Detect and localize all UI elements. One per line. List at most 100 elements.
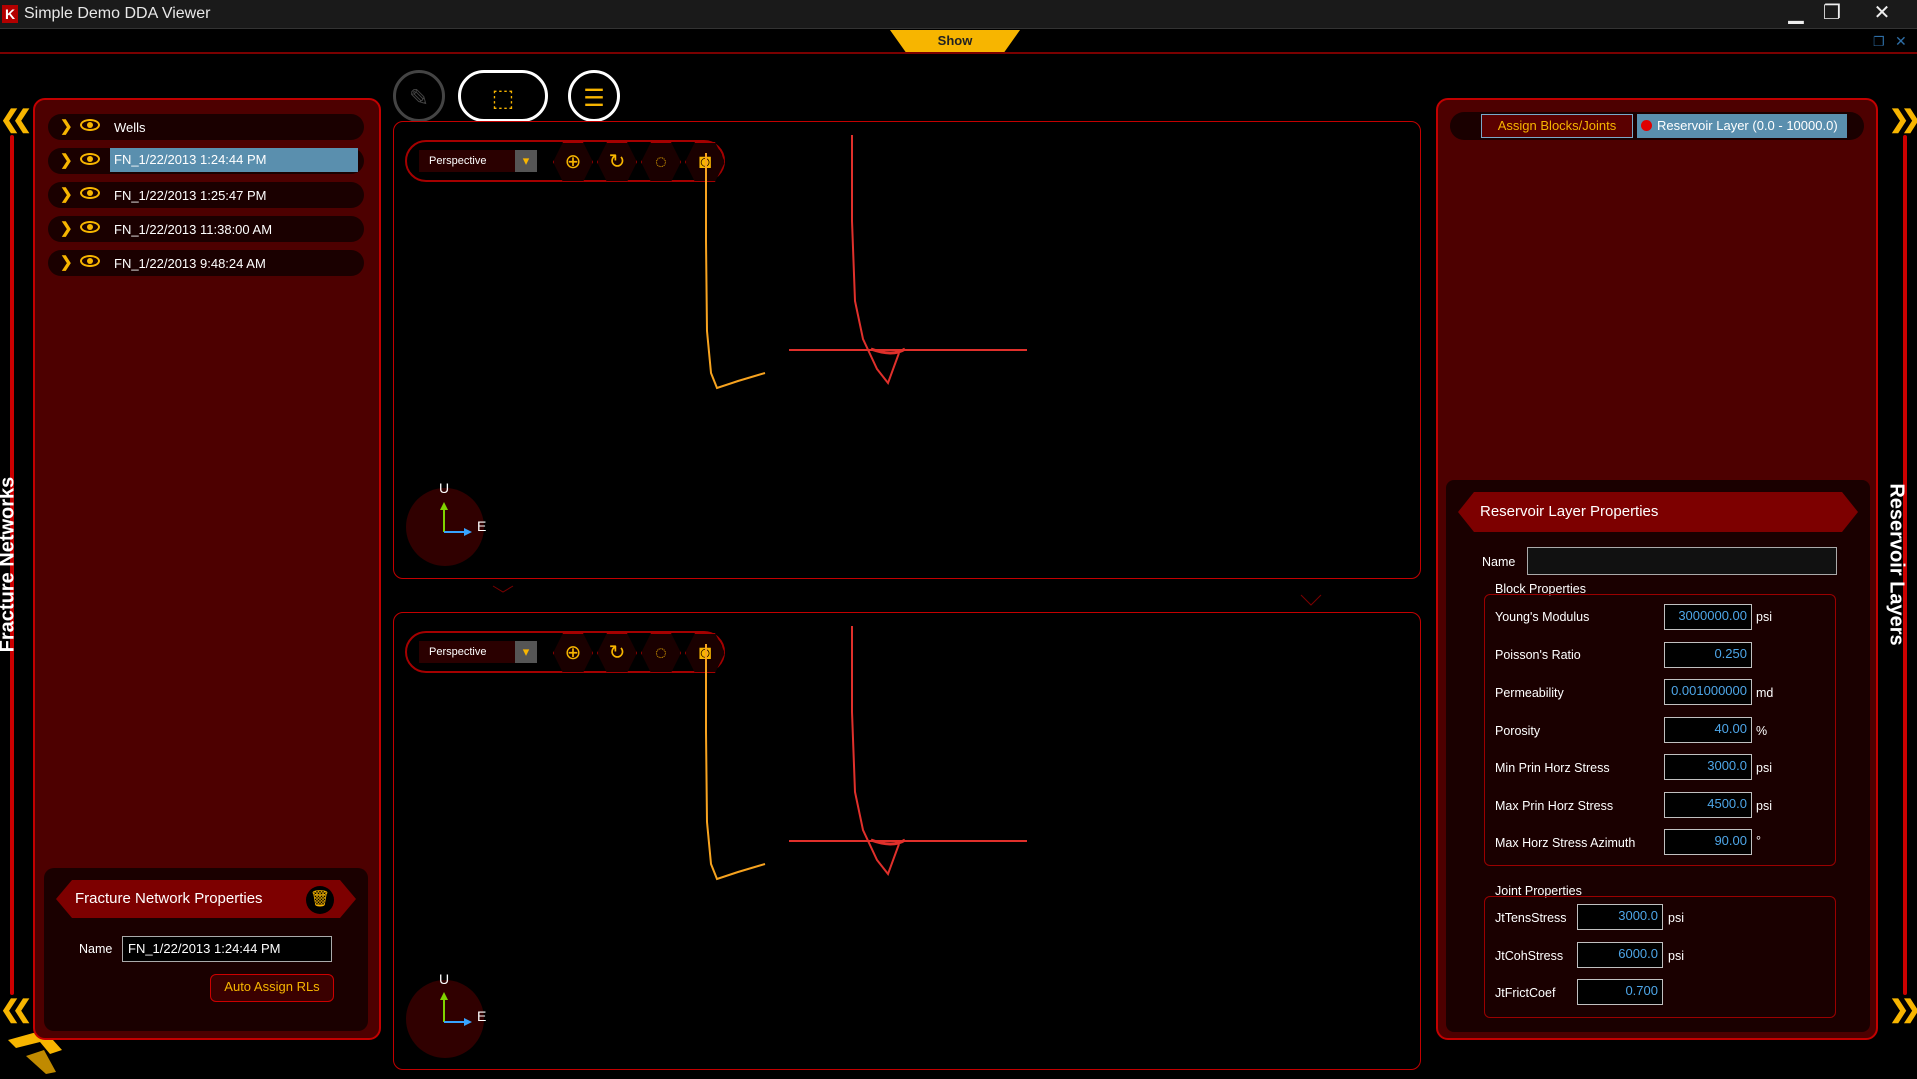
porosity-label: Porosity <box>1495 724 1541 738</box>
fracture-props-title: Fracture Network Properties <box>75 890 263 907</box>
tree-item-label: FN_1/22/2013 1:24:44 PM <box>110 148 358 172</box>
tree-item[interactable]: ❯ FN_1/22/2013 11:38:00 AM <box>48 216 364 242</box>
porosity-unit: % <box>1756 724 1768 738</box>
tree-item[interactable]: ❯ FN_1/22/2013 1:25:47 PM <box>48 182 364 208</box>
select-icon[interactable]: ⬚ <box>458 70 548 122</box>
collapse-right-icon[interactable]: ❯❯ <box>1889 106 1917 133</box>
visibility-eye-icon[interactable] <box>80 187 100 199</box>
youngs-modulus-input[interactable]: 3000000.00 <box>1664 604 1752 630</box>
left-strip-bar <box>10 135 14 995</box>
tree-item-label: FN_1/22/2013 9:48:24 AM <box>114 256 266 271</box>
jt-coh-stress-input[interactable]: 6000.0 <box>1577 942 1663 968</box>
fracture-networks-label[interactable]: Fracture Networks <box>0 476 19 653</box>
axis-up-label: U <box>439 480 450 496</box>
title-bar <box>0 0 1917 29</box>
wrench-icon[interactable]: ✎ <box>393 70 445 122</box>
viewport-top-scene <box>705 135 1027 390</box>
reservoir-layer-tab[interactable]: Reservoir Layer (0.0 - 10000.0) <box>1637 114 1847 138</box>
expand-arrow-icon[interactable]: ❯ <box>60 254 73 271</box>
poissons-ratio-label: Poisson's Ratio <box>1495 648 1581 662</box>
orbit-icon[interactable]: ◌ <box>641 633 681 673</box>
left-strip: ❮❮ ❮❮ Fracture Networks <box>0 75 32 1050</box>
camera-rotate-icon[interactable]: ↻ <box>597 633 637 673</box>
max-horz-stress-azimuth-unit: ° <box>1756 834 1761 848</box>
youngs-modulus-label: Young's Modulus <box>1495 610 1590 624</box>
min-prin-horz-stress-unit: psi <box>1756 761 1772 775</box>
auto-assign-rls-button[interactable]: Auto Assign RLs <box>210 974 334 1002</box>
expand-arrow-icon[interactable]: ❯ <box>60 220 73 237</box>
layer-name-label: Name <box>1482 555 1516 569</box>
joint-properties-title: Joint Properties <box>1495 884 1582 898</box>
maximize-button[interactable]: ❐ <box>1823 2 1841 24</box>
poissons-ratio-input[interactable]: 0.250 <box>1664 642 1752 668</box>
orbit-icon[interactable]: ◌ <box>641 142 681 182</box>
viewport-bottom-scene <box>705 626 1027 881</box>
porosity-input[interactable]: 40.00 <box>1664 717 1752 743</box>
tree-item[interactable]: ❯ FN_1/22/2013 9:48:24 AM <box>48 250 364 276</box>
joint-properties-group <box>1484 896 1836 1018</box>
max-horz-stress-azimuth-input[interactable]: 90.00 <box>1664 829 1752 855</box>
tree-item-label: Wells <box>114 120 146 135</box>
expand-arrow-icon[interactable]: ❯ <box>60 118 73 135</box>
app-logo-icon: K <box>2 5 18 23</box>
youngs-modulus-unit: psi <box>1756 610 1772 624</box>
permeability-unit: md <box>1756 686 1774 700</box>
expand-arrow-icon[interactable]: ❯ <box>60 186 73 203</box>
projection-select[interactable]: Perspective <box>419 150 515 172</box>
restore-icon[interactable]: ❐ <box>1873 34 1885 49</box>
camera-rotate-icon[interactable]: ↻ <box>597 142 637 182</box>
layer-name-input[interactable] <box>1527 547 1837 575</box>
close-icon[interactable]: ✕ <box>1895 33 1907 49</box>
max-prin-horz-stress-input[interactable]: 4500.0 <box>1664 792 1752 818</box>
fracture-name-label: Name <box>79 942 113 956</box>
jt-tens-stress-input[interactable]: 3000.0 <box>1577 904 1663 930</box>
chevron-down-icon[interactable]: ▾ <box>515 150 537 172</box>
chevron-down-icon[interactable]: ▾ <box>515 641 537 663</box>
max-horz-stress-azimuth-label: Max Horz Stress Azimuth <box>1495 836 1636 850</box>
permeability-input[interactable]: 0.001000000 <box>1664 679 1752 705</box>
fracture-name-input[interactable]: FN_1/22/2013 1:24:44 PM <box>122 936 332 962</box>
tree-item-label: FN_1/22/2013 1:25:47 PM <box>114 188 267 203</box>
layer-status-dot-icon <box>1641 120 1652 131</box>
tree-item-label: FN_1/22/2013 11:38:00 AM <box>114 222 273 237</box>
jt-tens-stress-unit: psi <box>1668 911 1684 925</box>
visibility-eye-icon[interactable] <box>80 255 100 267</box>
axis-arrows-icon <box>440 502 472 536</box>
axis-up-label: U <box>439 971 450 987</box>
visibility-eye-icon[interactable] <box>80 221 100 233</box>
visibility-eye-icon[interactable] <box>80 153 100 165</box>
collapse-right-icon-bottom[interactable]: ❯❯ <box>1889 996 1917 1023</box>
show-toggle-button[interactable]: Show <box>890 30 1020 52</box>
reservoir-props-header <box>1458 492 1858 532</box>
minimize-button[interactable]: ▁ <box>1788 2 1804 24</box>
expand-arrow-icon[interactable]: ❯ <box>60 152 73 169</box>
top-divider <box>0 52 1917 54</box>
viewport-splitter[interactable] <box>393 583 1421 613</box>
collapse-left-icon-bottom[interactable]: ❮❮ <box>0 996 32 1023</box>
axis-arrows-icon <box>440 992 472 1026</box>
axis-east-label: E <box>477 518 487 534</box>
collapse-left-icon[interactable]: ❮❮ <box>0 106 32 133</box>
right-strip-bar <box>1903 135 1907 995</box>
camera-move-icon[interactable]: ⊕ <box>553 633 593 673</box>
max-prin-horz-stress-unit: psi <box>1756 799 1772 813</box>
permeability-label: Permeability <box>1495 686 1564 700</box>
reservoir-layer-tab-label: Reservoir Layer (0.0 - 10000.0) <box>1657 118 1838 133</box>
projection-select[interactable]: Perspective <box>419 641 515 663</box>
layout-split-icon[interactable]: ☰ <box>568 70 620 122</box>
min-prin-horz-stress-input[interactable]: 3000.0 <box>1664 754 1752 780</box>
delete-icon[interactable]: 🗑 <box>306 886 334 914</box>
reservoir-layers-label[interactable]: Reservoir Layers <box>1885 483 1908 646</box>
jt-frict-coef-label: JtFrictCoef <box>1495 986 1556 1000</box>
close-button[interactable]: ✕ <box>1873 2 1891 24</box>
tree-item-selected[interactable]: ❯ FN_1/22/2013 1:24:44 PM <box>48 148 364 174</box>
block-properties-title: Block Properties <box>1495 582 1587 596</box>
window-title: Simple Demo DDA Viewer <box>24 5 211 22</box>
jt-frict-coef-input[interactable]: 0.700 <box>1577 979 1663 1005</box>
visibility-eye-icon[interactable] <box>80 119 100 131</box>
jt-tens-stress-label: JtTensStress <box>1495 911 1567 925</box>
tree-item[interactable]: ❯ Wells <box>48 114 364 140</box>
max-prin-horz-stress-label: Max Prin Horz Stress <box>1495 799 1614 813</box>
camera-move-icon[interactable]: ⊕ <box>553 142 593 182</box>
assign-blocks-joints-tab[interactable]: Assign Blocks/Joints <box>1481 114 1633 138</box>
